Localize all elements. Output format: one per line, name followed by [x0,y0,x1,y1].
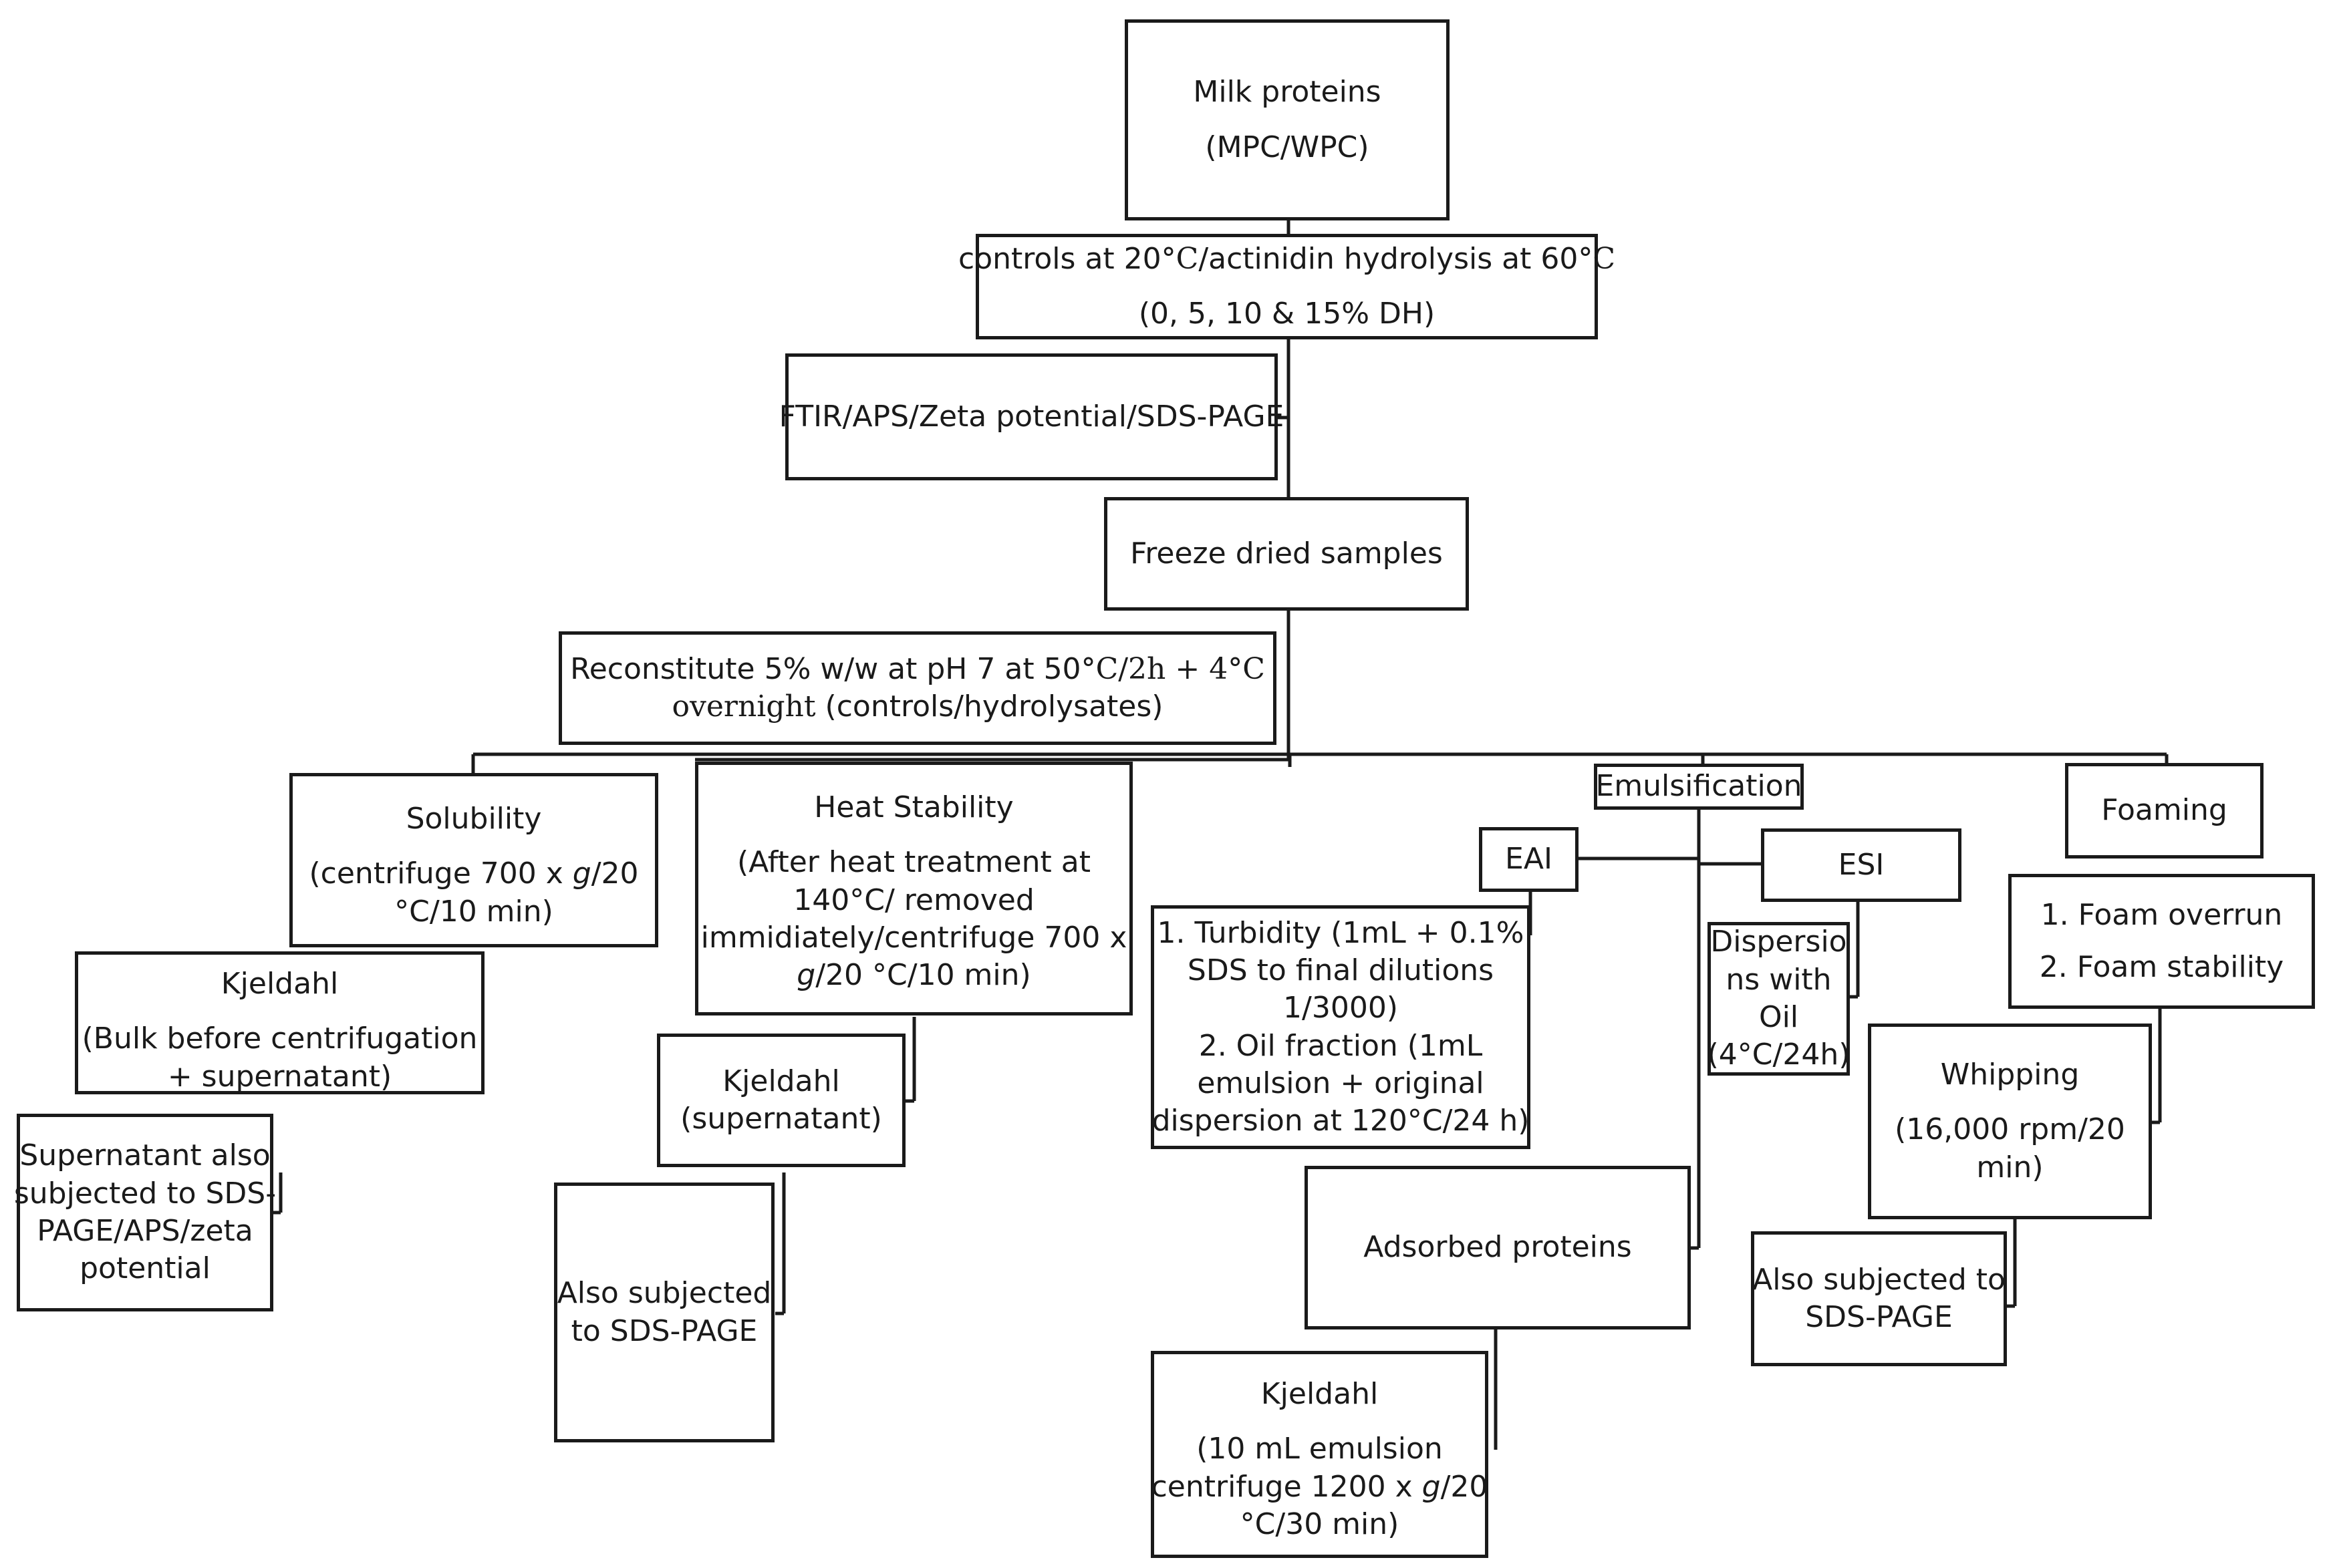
emulsification-box: Emulsification [1594,764,1804,810]
heat-stability-title: Heat Stability [814,790,1014,824]
supernatant-sds-line1: Supernatant also [19,1138,271,1173]
heat-sds-line1: Also subjected [557,1276,772,1311]
foaming-box: Foaming [2065,763,2264,858]
kjeldahl-bulk-title: Kjeldahl [221,967,339,1001]
hydrolysis-condition: controls at 20°C/actinidin hydrolysis at… [958,241,1615,276]
milk-proteins-title: Milk proteins [1193,75,1381,110]
solubility-title: Solubility [406,802,542,836]
foam-tests-box: 1. Foam overrun 2. Foam stability [2008,874,2315,1009]
kjeldahl-emulsion-line1: (10 mL emulsion [1196,1432,1443,1466]
emulsion-tests-line3: 1/3000) [1283,991,1398,1026]
hydrolysis-dh-levels: (0, 5, 10 & 15% DH) [1138,297,1435,331]
kjeldahl-emulsion-line2: centrifuge 1200 x g/20 [1151,1469,1488,1504]
kjeldahl-emulsion-title: Kjeldahl [1260,1377,1379,1411]
heat-sds-line2: to SDS-PAGE [571,1313,758,1348]
freeze-dried-label: Freeze dried samples [1130,536,1443,571]
supernatant-sds-line2: subjected to SDS- [13,1176,277,1211]
reconstitute-box: Reconstitute 5% w/w at pH 7 at 50°C/2h +… [559,631,1276,745]
dispersions-line3: Oil [1758,1000,1799,1034]
whipping-title: Whipping [1940,1058,2080,1092]
kjeldahl-bulk-line2: + supernatant) [167,1059,392,1094]
kjeldahl-supernatant-box: Kjeldahl (supernatant) [657,1034,906,1167]
foam-sds-line1: Also subjected to [1752,1262,2006,1297]
hydrolysis-box: controls at 20°C/actinidin hydrolysis at… [958,234,1615,339]
foam-sds-box: Also subjected to SDS-PAGE [1751,1231,2007,1366]
dispersions-line4: (4°C/24h) [1707,1038,1851,1072]
esi-label: ESI [1838,847,1885,882]
emulsion-tests-line1: 1. Turbidity (1mL + 0.1% [1157,915,1524,950]
emulsion-tests-line4: 2. Oil fraction (1mL [1198,1028,1483,1063]
foam-tests-line1: 1. Foam overrun [2040,897,2283,932]
reconstitute-line1: Reconstitute 5% w/w at pH 7 at 50°C/2h +… [570,651,1265,686]
heat-stability-line3: immidiately/centrifuge 700 x [700,920,1127,955]
emulsion-tests-line6: dispersion at 120°C/24 h) [1151,1104,1530,1138]
adsorbed-proteins-label: Adsorbed proteins [1363,1230,1632,1265]
kjeldahl-emulsion-box: Kjeldahl (10 mL emulsion centrifuge 1200… [1151,1351,1488,1558]
solubility-line2: °C/10 min) [394,894,553,929]
supernatant-sds-box: Supernatant also subjected to SDS- PAGE/… [13,1114,277,1311]
emulsion-tests-line2: SDS to final dilutions [1187,953,1494,987]
analysis-box: FTIR/APS/Zeta potential/SDS-PAGE [779,353,1284,480]
solubility-box: Solubility (centrifuge 700 x g/20 °C/10 … [289,773,658,947]
milk-proteins-subtitle: (MPC/WPC) [1205,130,1369,164]
reconstitute-line2: overnight (controls/hydrolysates) [672,689,1164,724]
kjeldahl-supernatant-sub: (supernatant) [680,1102,882,1136]
analysis-label: FTIR/APS/Zeta potential/SDS-PAGE [779,399,1284,434]
emulsification-label: Emulsification [1595,769,1802,804]
heat-sds-box: Also subjected to SDS-PAGE [554,1183,775,1442]
dispersions-line2: ns with [1726,962,1832,997]
foaming-label: Foaming [2101,793,2227,828]
eai-box: EAI [1479,827,1579,892]
milk-proteins-box: Milk proteins (MPC/WPC) [1125,19,1450,220]
eai-label: EAI [1505,842,1552,877]
heat-stability-line2: 140°C/ removed [793,883,1035,917]
kjeldahl-supernatant-title: Kjeldahl [722,1064,840,1098]
emulsion-tests-line5: emulsion + original [1197,1066,1484,1100]
solubility-line1: (centrifuge 700 x g/20 [309,856,639,891]
kjeldahl-bulk-box: Kjeldahl (Bulk before centrifugation + s… [75,951,485,1094]
kjeldahl-emulsion-line3: °C/30 min) [1240,1507,1399,1541]
freeze-dried-box: Freeze dried samples [1104,497,1469,611]
heat-stability-line4: g/20 °C/10 min) [797,958,1031,993]
supernatant-sds-line4: potential [80,1251,211,1286]
heat-stability-line1: (After heat treatment at [737,845,1091,880]
adsorbed-proteins-box: Adsorbed proteins [1305,1166,1691,1329]
whipping-line2: min) [1976,1150,2044,1185]
whipping-line1: (16,000 rpm/20 [1895,1112,2125,1147]
whipping-box: Whipping (16,000 rpm/20 min) [1868,1024,2152,1219]
foam-sds-line2: SDS-PAGE [1805,1300,1953,1334]
foam-tests-line2: 2. Foam stability [2039,950,2284,984]
dispersions-box: Dispersio ns with Oil (4°C/24h) [1707,922,1850,1076]
heat-stability-box: Heat Stability (After heat treatment at … [695,762,1133,1015]
supernatant-sds-line3: PAGE/APS/zeta [37,1214,253,1248]
dispersions-line1: Dispersio [1710,925,1847,959]
emulsion-tests-box: 1. Turbidity (1mL + 0.1% SDS to final di… [1151,905,1530,1149]
kjeldahl-bulk-line1: (Bulk before centrifugation [82,1022,478,1056]
esi-box: ESI [1761,828,1961,902]
